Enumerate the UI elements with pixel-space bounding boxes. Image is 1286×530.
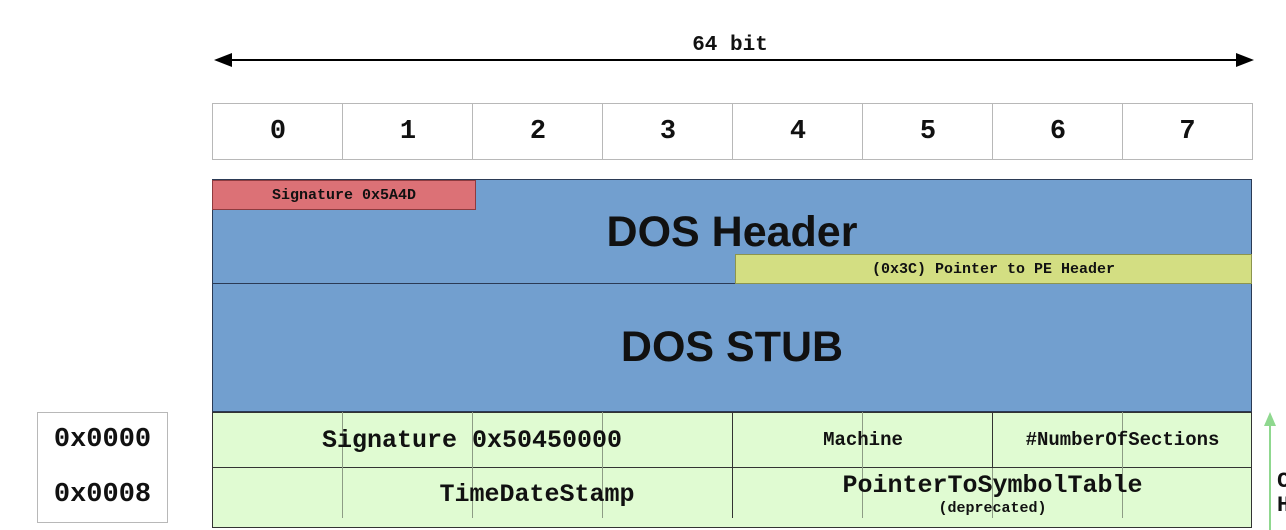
byte-gridline: [342, 412, 343, 518]
byte-column-2: 2: [472, 103, 603, 160]
byte-column-3: 3: [602, 103, 733, 160]
clipped-edge-text: C H: [1277, 470, 1286, 518]
byte-gridline: [472, 412, 473, 518]
machine-field: Machine: [823, 429, 903, 451]
dos-stub-block: DOS STUB: [212, 284, 1252, 412]
width-arrow: [214, 53, 1254, 67]
number-of-sections-field: #NumberOfSections: [1025, 429, 1220, 451]
offset-label: 0x0008: [37, 467, 168, 523]
byte-column-1: 1: [342, 103, 473, 160]
byte-column-4: 4: [732, 103, 863, 160]
byte-gridline: [602, 412, 603, 518]
width-label: 64 bit: [692, 33, 768, 57]
dos-header-title: DOS Header: [606, 207, 858, 256]
offset-label: 0x0000: [37, 412, 168, 468]
byte-gridline: [1122, 412, 1123, 518]
pointer-to-symbol-table-field: PointerToSymbolTable: [842, 470, 1143, 500]
byte-gridline: [862, 412, 863, 518]
byte-column-7: 7: [1122, 103, 1253, 160]
byte-column-6: 6: [992, 103, 1123, 160]
byte-gridline: [992, 468, 993, 518]
green-up-arrow-icon: [1264, 412, 1276, 530]
time-date-stamp-field: TimeDateStamp: [439, 479, 635, 509]
byte-column-0: 0: [212, 103, 343, 160]
edge-letter: H: [1277, 493, 1286, 518]
pe-header-pointer-field: (0x3C) Pointer to PE Header: [735, 254, 1252, 284]
field-divider: [732, 412, 733, 518]
byte-column-5: 5: [862, 103, 993, 160]
pe-signature-field: Signature 0x50450000: [321, 425, 623, 455]
dos-signature-field: Signature 0x5A4D: [212, 180, 476, 210]
deprecated-note: (deprecated): [938, 499, 1047, 517]
field-divider: [992, 412, 993, 468]
edge-letter: C: [1277, 470, 1286, 494]
